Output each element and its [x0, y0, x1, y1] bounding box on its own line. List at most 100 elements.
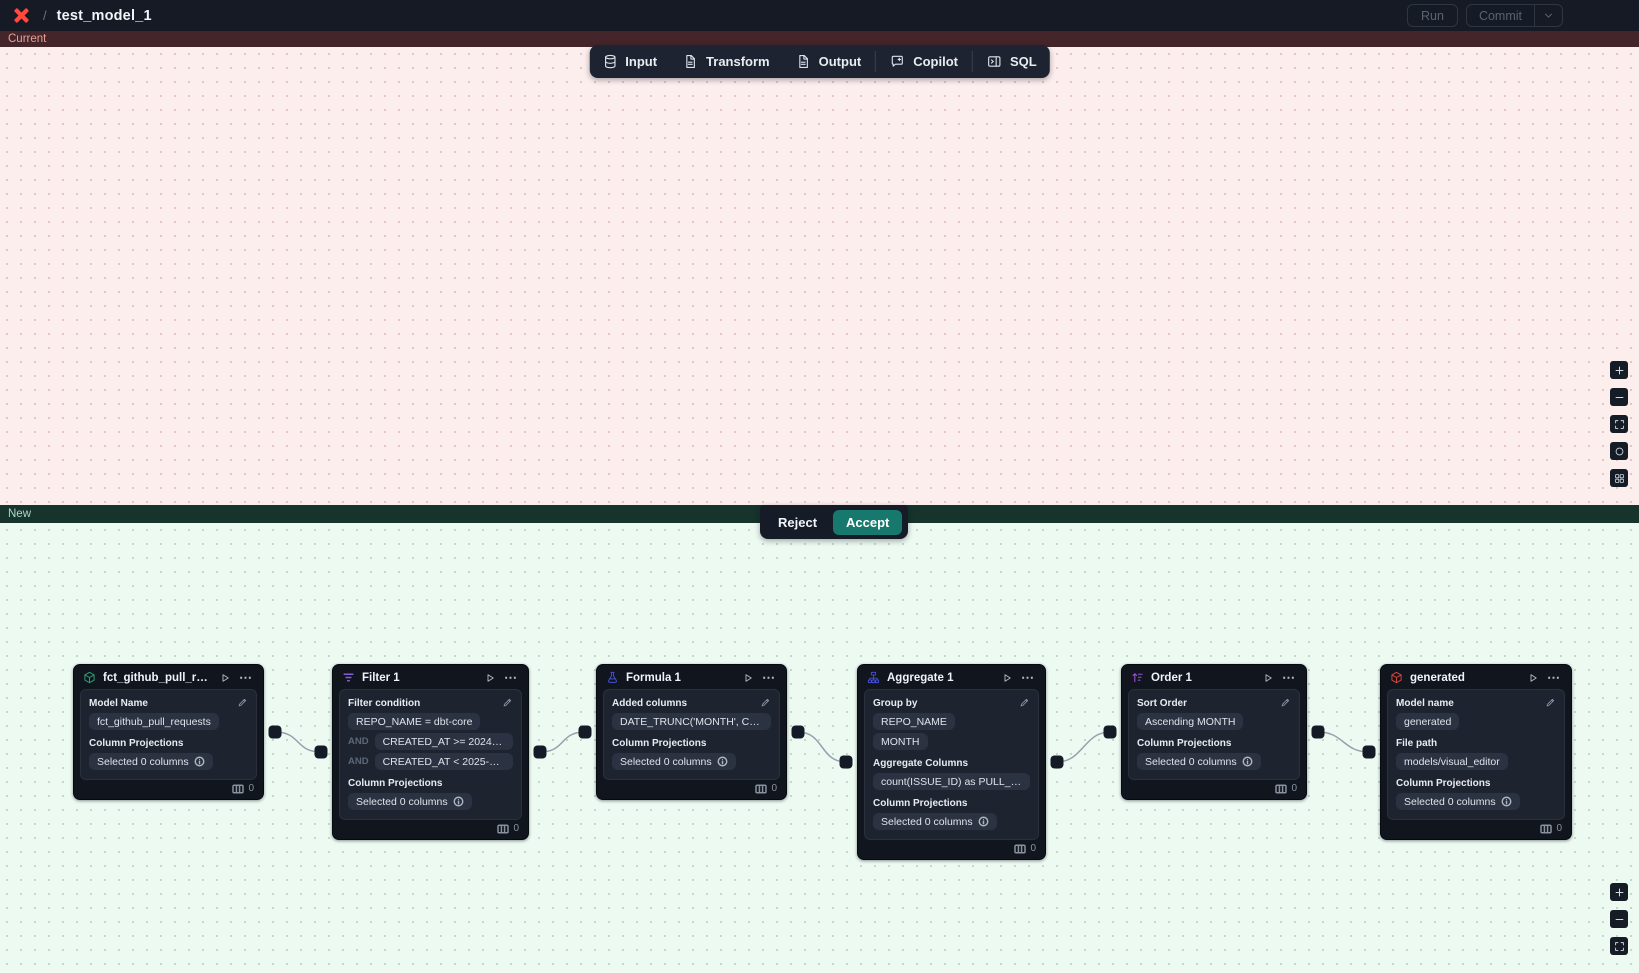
zoom-in-button[interactable] — [1610, 883, 1628, 901]
value-chip[interactable]: Selected 0 columns — [89, 753, 213, 770]
toolbar-item-copilot[interactable]: Copilot — [877, 45, 971, 78]
commit-dropdown-button[interactable] — [1534, 5, 1562, 26]
toolbar-item-input[interactable]: Input — [589, 45, 670, 78]
condition-prefix: AND — [348, 756, 369, 767]
value-chip[interactable]: Selected 0 columns — [1396, 793, 1520, 810]
value-chip[interactable]: DATE_TRUNC('MONTH', CREATED_AT… — [612, 713, 771, 730]
run-node-button[interactable] — [1001, 672, 1013, 684]
top-bar: / test_model_1 Run Commit — [0, 0, 1639, 31]
value-chip[interactable]: Ascending MONTH — [1137, 713, 1244, 730]
breadcrumb-separator: / — [43, 8, 47, 23]
value-chip[interactable]: CREATED_AT >= 2024-12-01 — [374, 733, 513, 750]
edge-handle[interactable] — [314, 745, 328, 759]
value-chip[interactable]: count(ISSUE_ID) as PULL_REQUEST_… — [873, 773, 1030, 790]
edge-handle[interactable] — [578, 725, 592, 739]
node-header[interactable]: fct_github_pull_requests ⋯ — [74, 665, 263, 689]
toolbar-item-label: Transform — [706, 54, 770, 69]
column-count: 0 — [1556, 823, 1562, 834]
value-chip[interactable]: Selected 0 columns — [348, 793, 472, 810]
node-menu-button[interactable]: ⋯ — [504, 669, 518, 685]
zoom-in-icon — [1614, 365, 1625, 376]
node-toolbar: Input Transform Output Copilot SQL — [589, 45, 1050, 78]
node-menu-button[interactable]: ⋯ — [1547, 669, 1561, 685]
zoom-out-button[interactable] — [1610, 388, 1628, 406]
run-node-button[interactable] — [484, 672, 496, 684]
run-node-button[interactable] — [1527, 672, 1539, 684]
commit-button[interactable]: Commit — [1467, 5, 1534, 26]
focus-button[interactable] — [1610, 442, 1628, 460]
value-chip[interactable]: REPO_NAME = dbt-core — [348, 713, 481, 730]
node-menu-button[interactable]: ⋯ — [1021, 669, 1035, 685]
node-header[interactable]: Formula 1 ⋯ — [597, 665, 786, 689]
value-chip[interactable]: Selected 0 columns — [612, 753, 736, 770]
value-chip[interactable]: models/visual_editor — [1396, 753, 1508, 770]
chevron-down-icon — [1545, 13, 1552, 18]
section-label: Column Projections — [1396, 778, 1491, 789]
toolbar-item-output[interactable]: Output — [783, 45, 875, 78]
value-chip[interactable]: fct_github_pull_requests — [89, 713, 219, 730]
current-canvas[interactable] — [0, 47, 1639, 505]
edge-handle[interactable] — [268, 725, 282, 739]
edge-handle[interactable] — [533, 745, 547, 759]
edge-handle[interactable] — [1050, 755, 1064, 769]
value-chip[interactable]: generated — [1396, 713, 1460, 730]
node-menu-button[interactable]: ⋯ — [1282, 669, 1296, 685]
value-chip[interactable]: Selected 0 columns — [1137, 753, 1261, 770]
edit-pencil-icon[interactable] — [760, 697, 771, 708]
edit-pencil-icon[interactable] — [237, 697, 248, 708]
zoom-in-icon — [1614, 887, 1625, 898]
accept-button[interactable]: Accept — [833, 509, 903, 535]
reject-button[interactable]: Reject — [766, 510, 829, 535]
fit-view-button[interactable] — [1610, 415, 1628, 433]
value-chip[interactable]: Selected 0 columns — [873, 813, 997, 830]
edge-handle[interactable] — [1362, 745, 1376, 759]
value-chip[interactable]: MONTH — [873, 733, 928, 750]
edit-pencil-icon[interactable] — [502, 697, 513, 708]
columns-icon — [232, 784, 245, 794]
info-icon — [453, 796, 464, 807]
section-label: Column Projections — [612, 738, 707, 749]
node-header[interactable]: Order 1 ⋯ — [1122, 665, 1306, 689]
info-icon — [717, 756, 728, 767]
run-node-button[interactable] — [1262, 672, 1274, 684]
edge-handle[interactable] — [1103, 725, 1117, 739]
run-node-button[interactable] — [219, 672, 231, 684]
node-header[interactable]: generated ⋯ — [1381, 665, 1571, 689]
zoom-in-button[interactable] — [1610, 361, 1628, 379]
edge-handle[interactable] — [1311, 725, 1325, 739]
node-header[interactable]: Aggregate 1 ⋯ — [858, 665, 1045, 689]
value-chip[interactable]: CREATED_AT < 2025-03-01 — [374, 753, 513, 770]
columns-icon — [497, 824, 510, 834]
edit-pencil-icon[interactable] — [1019, 697, 1030, 708]
edit-pencil-icon[interactable] — [1545, 697, 1556, 708]
zoom-out-button[interactable] — [1610, 910, 1628, 928]
section-label: Added columns — [612, 698, 688, 709]
toolbar-item-sql[interactable]: SQL — [974, 45, 1050, 78]
section-label: Filter condition — [348, 698, 421, 709]
run-button[interactable]: Run — [1407, 4, 1458, 27]
node-menu-button[interactable]: ⋯ — [239, 669, 253, 685]
node-menu-button[interactable]: ⋯ — [762, 669, 776, 685]
column-count: 0 — [1291, 783, 1297, 794]
toolbar-item-label: Copilot — [913, 54, 958, 69]
node-header[interactable]: Filter 1 ⋯ — [333, 665, 528, 689]
toolbar-item-transform[interactable]: Transform — [670, 45, 783, 78]
edge-handle[interactable] — [839, 755, 853, 769]
value-chip[interactable]: REPO_NAME — [873, 713, 955, 730]
edit-pencil-icon[interactable] — [1280, 697, 1291, 708]
edge-handle[interactable] — [791, 725, 805, 739]
run-node-button[interactable] — [742, 672, 754, 684]
fit-view-button[interactable] — [1610, 937, 1628, 955]
minimap-button[interactable] — [1610, 469, 1628, 487]
node-source[interactable]: fct_github_pull_requests ⋯ Model Namefct… — [73, 664, 264, 800]
